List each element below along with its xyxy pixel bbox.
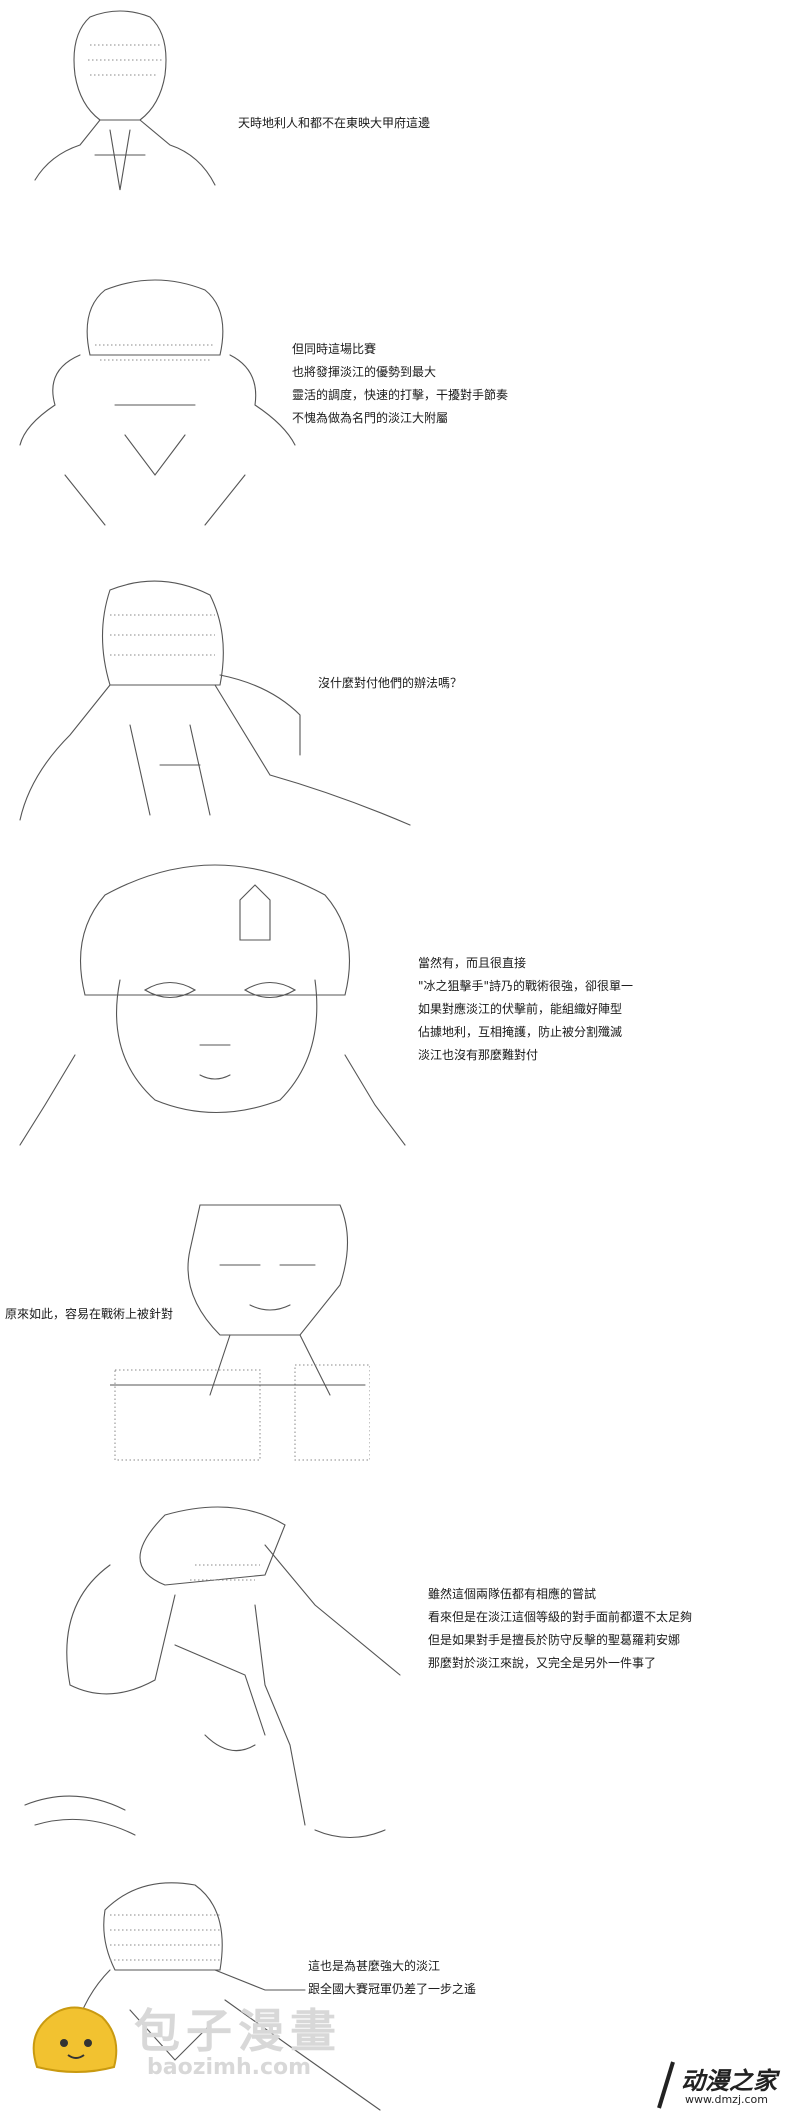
- dialogue-line: 看來但是在淡江這個等級的對手面前都還不太足夠: [428, 1610, 693, 1624]
- dialogue-line: 但同時這場比賽: [292, 342, 377, 356]
- dialogue-line: 佔據地利，互相掩護，防止被分割殲滅: [418, 1025, 623, 1039]
- dialogue-box: 當然有，而且很直接 "冰之狙擊手"詩乃的戰術很強，卻很單一 如果對應淡江的伏擊前…: [418, 952, 633, 1067]
- dialogue-box: 這也是為甚麼強大的淡江 跟全國大賽冠軍仍差了一步之遙: [308, 1955, 476, 2001]
- watermark-url: baozimh.com: [147, 2055, 312, 2080]
- dialogue-line: 那麼對於淡江來說，又完全是另外一件事了: [428, 1656, 657, 1670]
- dialogue-line: 沒什麼對付他們的辦法嗎？: [318, 676, 463, 690]
- dialogue-box: 原來如此，容易在戰術上被針對: [5, 1303, 173, 1326]
- dialogue-box: 雖然這個兩隊伍都有相應的嘗試 看來但是在淡江這個等級的對手面前都還不太足夠 但是…: [428, 1583, 692, 1675]
- ascii-art-figure: [5, 275, 305, 545]
- dialogue-box: 天時地利人和都不在東映大甲府這邊: [238, 112, 430, 135]
- watermark-title: 包子漫畫: [134, 2004, 342, 2058]
- dialogue-line: 當然有，而且很直接: [418, 956, 527, 970]
- dialogue-line: 不愧為做為名門的淡江大附屬: [292, 411, 449, 425]
- ascii-art-figure: [20, 5, 220, 200]
- ascii-art-figure: [55, 1860, 385, 2114]
- panel-4: 當然有，而且很直接 "冰之狙擊手"詩乃的戰術很強，卻很單一 如果對應淡江的伏擊前…: [0, 850, 800, 1160]
- dialogue-line: "冰之狙擊手"詩乃的戰術很強，卻很單一: [418, 979, 634, 993]
- ascii-art-figure: [15, 855, 410, 1155]
- dialogue-line: 靈活的調度，快速的打擊，干擾對手節奏: [292, 388, 509, 402]
- dialogue-line: 跟全國大賽冠軍仍差了一步之遙: [308, 1982, 477, 1996]
- mascot-icon: [32, 2006, 118, 2073]
- dialogue-box: 沒什麼對付他們的辦法嗎？: [318, 672, 462, 695]
- watermark-baozi: 包子漫畫 baozimh.com: [22, 1987, 362, 2097]
- panel-6: 雖然這個兩隊伍都有相應的嘗試 看來但是在淡江這個等級的對手面前都還不太足夠 但是…: [0, 1485, 800, 1855]
- dialogue-box: 但同時這場比賽 也將發揮淡江的優勢到最大 靈活的調度，快速的打擊，干擾對手節奏 …: [292, 338, 508, 430]
- dialogue-line: 雖然這個兩隊伍都有相應的嘗試: [428, 1587, 597, 1601]
- dialogue-line: 原來如此，容易在戰術上被針對: [5, 1307, 174, 1321]
- dialogue-line: 如果對應淡江的伏擊前，能組織好陣型: [418, 1002, 623, 1016]
- dialogue-line: 這也是為甚麼強大的淡江: [308, 1959, 441, 1973]
- watermark-url: www.dmzj.com: [685, 2093, 768, 2106]
- panel-1: 天時地利人和都不在東映大甲府這邊: [0, 0, 800, 210]
- watermark-title: 动漫之家: [681, 2067, 777, 2095]
- dialogue-line: 也將發揮淡江的優勢到最大: [292, 365, 437, 379]
- ascii-art-figure: [15, 1485, 410, 1855]
- panel-5: 原來如此，容易在戰術上被針對: [0, 1195, 800, 1465]
- ascii-art-figure: [110, 1195, 370, 1465]
- dialogue-line: 淡江也沒有那麼難對付: [418, 1048, 539, 1062]
- watermark-dmzj: 动漫之家 www.dmzj.com: [655, 2055, 800, 2114]
- dialogue-line: 但是如果對手是擅長於防守反擊的聖葛羅莉安娜: [428, 1633, 681, 1647]
- panel-2: 但同時這場比賽 也將發揮淡江的優勢到最大 靈活的調度，快速的打擊，干擾對手節奏 …: [0, 270, 800, 560]
- panel-3: 沒什麼對付他們的辦法嗎？: [0, 570, 800, 840]
- ascii-art-figure: [10, 575, 420, 835]
- dialogue-line: 天時地利人和都不在東映大甲府這邊: [238, 116, 431, 130]
- brush-stroke-icon: [657, 2061, 675, 2109]
- panel-7: 這也是為甚麼強大的淡江 跟全國大賽冠軍仍差了一步之遙: [0, 1860, 800, 2114]
